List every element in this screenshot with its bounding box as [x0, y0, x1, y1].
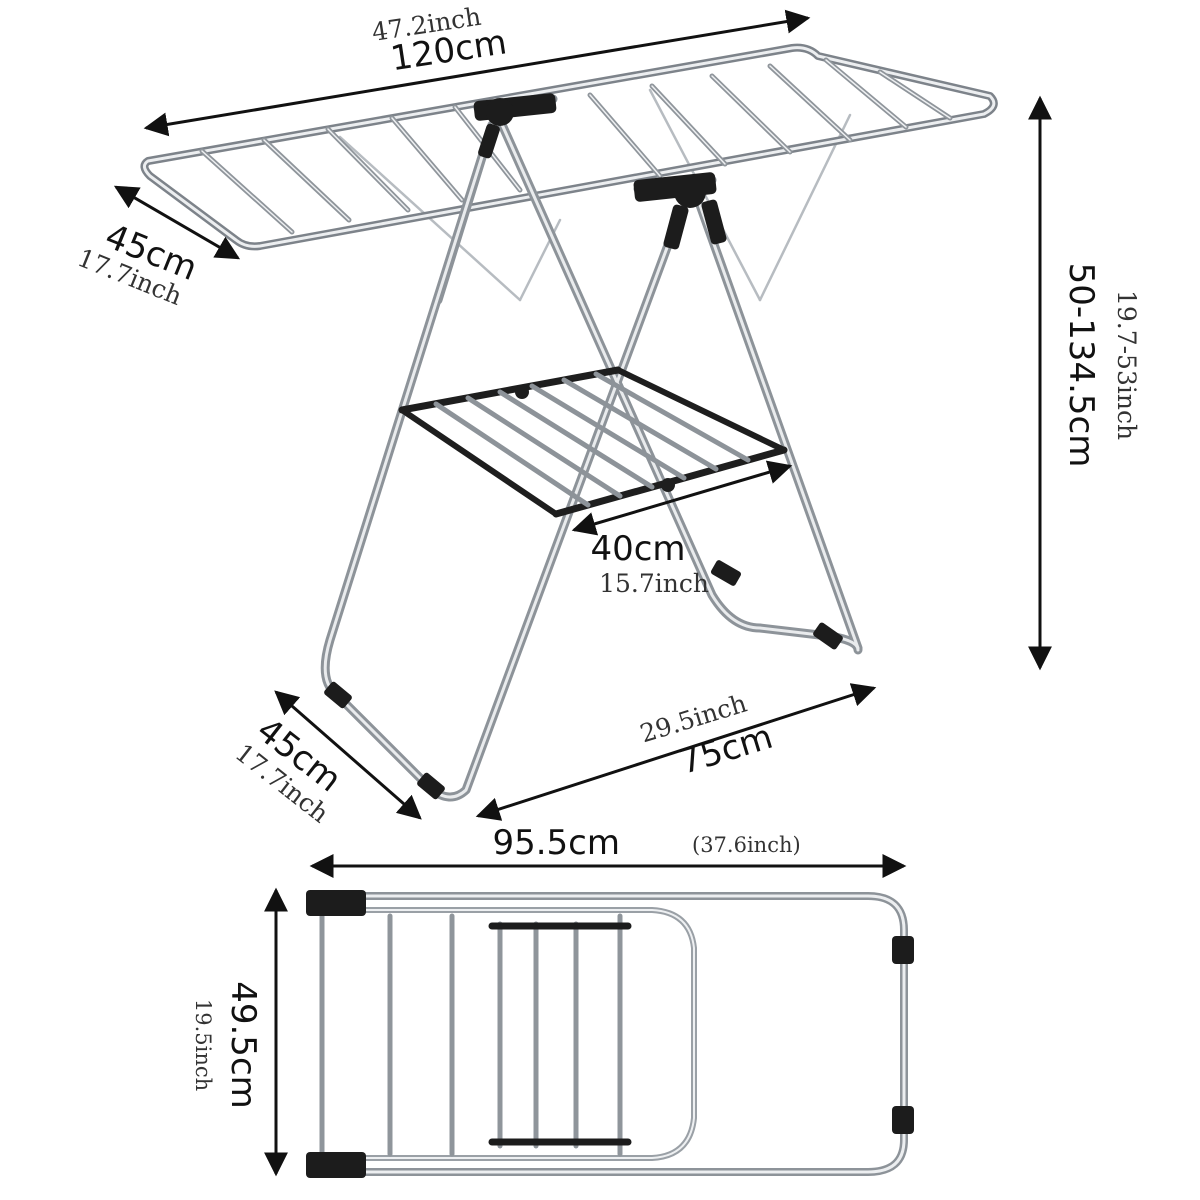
folded-dimension-arrows — [264, 854, 907, 1177]
folded-width-inch-label: 19.5inch — [191, 999, 215, 1091]
folded-length-cm-label: 95.5cm — [492, 823, 620, 863]
wing-depth-arrow-icon — [113, 185, 241, 260]
folded-length-inch-label: (37.6inch) — [692, 833, 801, 857]
shelf-width-cm-label: 40cm — [590, 529, 685, 569]
top-length-arrow-icon — [143, 9, 811, 137]
height-cm-label: 50-134.5cm — [1061, 263, 1101, 468]
shelf-width-arrow-icon — [571, 460, 793, 536]
shelf-width-inch-label: 15.7inch — [599, 569, 709, 598]
height-inch-label: 19.7-53inch — [1112, 290, 1141, 440]
shelf-width-label: 40cm 15.7inch — [590, 529, 708, 598]
folded-length-label: 95.5cm (37.6inch) — [492, 823, 800, 863]
dimension-arrows — [113, 9, 1052, 821]
base-depth-label: 45cm 17.7inch — [230, 710, 349, 828]
top-length-label: 47.2inch 120cm — [370, 2, 509, 80]
wing-support-wires — [338, 88, 852, 302]
top-wing-frame — [140, 43, 998, 251]
height-label: 50-134.5cm — [1061, 263, 1101, 468]
base-width-arrow-icon — [475, 683, 877, 821]
drying-rack-illustration — [140, 43, 998, 802]
folded-rack-illustration — [306, 890, 914, 1178]
folded-width-cm-label: 49.5cm — [223, 981, 263, 1109]
base-width-label: 29.5inch 75cm — [637, 689, 778, 783]
folded-width-label: 49.5cm — [223, 981, 263, 1109]
base-depth-arrow-icon — [274, 690, 422, 820]
